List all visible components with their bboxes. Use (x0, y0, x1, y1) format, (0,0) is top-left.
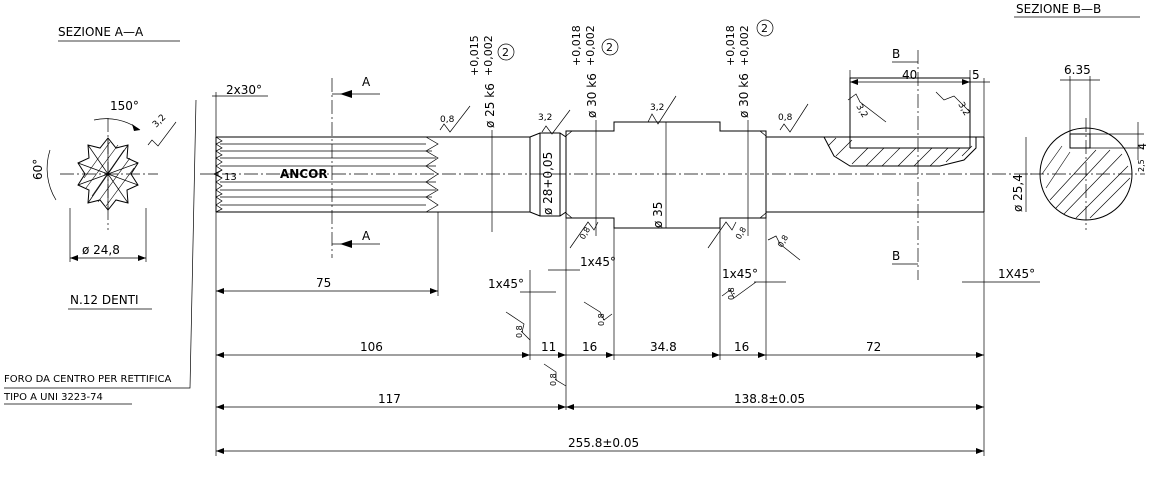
svg-text:2: 2 (761, 22, 768, 35)
svg-text:+0,002: +0,002 (584, 25, 597, 66)
keyway-offset-label: 5 (972, 68, 980, 82)
svg-text:0,8: 0,8 (578, 225, 592, 241)
svg-text:0,8: 0,8 (778, 113, 793, 123)
svg-text:+0,018: +0,018 (570, 25, 583, 66)
svg-text:+0,002: +0,002 (738, 25, 751, 66)
section-a-a: SEZIONE A—A 1 (3, 25, 197, 405)
dim-11: 11 (541, 340, 556, 354)
center-hole-note-line2: TIPO A UNI 3223-74 (3, 392, 103, 403)
section-b-b: SEZIONE B—B 6.35 4 2,5 (1014, 2, 1149, 230)
angle-150-label: 150° (110, 99, 139, 113)
section-b-b-title: SEZIONE B—B (1016, 2, 1101, 16)
svg-text:B: B (892, 47, 900, 61)
svg-text:0,8: 0,8 (515, 325, 524, 338)
roughness-symbols: 0,8 3,2 3,2 0,8 3,2 3,2 0,8 0,8 0,8 0,8 … (439, 91, 971, 387)
angle-150-arc (93, 118, 141, 131)
svg-text:1x45°: 1x45° (488, 277, 524, 291)
svg-text:2: 2 (502, 46, 509, 59)
svg-text:3,2: 3,2 (538, 113, 552, 123)
shaft-main-view: ANCOR (200, 19, 1040, 410)
d25-tolerance: ø 25 k6 (483, 83, 497, 128)
center-hole-note-line1: FORO DA CENTRO PER RETTIFICA (4, 374, 171, 385)
keyway-length-label: 40 (902, 68, 917, 82)
svg-text:3,2: 3,2 (955, 101, 971, 118)
dim-72: 72 (866, 340, 881, 354)
brand-label: ANCOR (280, 167, 328, 181)
dim-138-8: 138.8±0.05 (734, 392, 805, 406)
svg-text:0,8: 0,8 (440, 115, 455, 125)
svg-text:+0,018: +0,018 (724, 25, 737, 66)
svg-text:1x45°: 1x45° (580, 255, 616, 269)
dim-106: 106 (360, 340, 383, 354)
chamfer-2x30-label: 2x30° (226, 83, 262, 97)
spline-teeth (220, 143, 436, 206)
section-a-a-title: SEZIONE A—A (58, 25, 144, 39)
svg-text:0,8: 0,8 (776, 233, 790, 249)
svg-text:A: A (362, 229, 371, 243)
svg-text:0,8: 0,8 (549, 373, 558, 386)
svg-text:2,5: 2,5 (1137, 159, 1146, 172)
svg-text:0,8: 0,8 (727, 287, 736, 300)
d30b-tolerance: ø 30 k6 (737, 73, 751, 118)
spline-diameter-label: ø 24,8 (82, 243, 120, 257)
svg-text:+0,002: +0,002 (482, 35, 495, 76)
dim-34-8: 34.8 (650, 340, 677, 354)
svg-text:A: A (362, 75, 371, 89)
svg-text:3,2: 3,2 (853, 103, 869, 120)
dim-16a: 16 (582, 340, 597, 354)
svg-text:0,8: 0,8 (597, 313, 606, 326)
dim-16b: 16 (734, 340, 749, 354)
dim-75: 75 (316, 276, 331, 290)
dim-255-8: 255.8±0.05 (568, 436, 639, 450)
svg-text:+0,015: +0,015 (468, 35, 481, 76)
angle-60-label: 60° (31, 159, 45, 180)
svg-text:1X45°: 1X45° (998, 267, 1035, 281)
d30a-tolerance: ø 30 k6 (585, 73, 599, 118)
dim-117: 117 (378, 392, 401, 406)
svg-text:13: 13 (224, 172, 237, 183)
keyway-hatch (827, 137, 973, 167)
teeth-count-label: N.12 DENTI (70, 293, 139, 307)
angle-60-arc (46, 149, 57, 201)
d254-label: ø 25,4 (1011, 174, 1025, 212)
svg-text:B: B (892, 249, 900, 263)
d28-label: ø 28+0,05 (541, 152, 555, 215)
d35-label: ø 35 (651, 202, 665, 228)
dimension-lines: 75 106 11 16 34.8 16 72 117 138.8±0.05 2… (215, 212, 985, 456)
svg-text:2: 2 (606, 41, 613, 54)
svg-text:1x45°: 1x45° (722, 267, 758, 281)
svg-text:3,2: 3,2 (151, 113, 168, 130)
keyway-width-label: 6.35 (1064, 63, 1091, 77)
svg-text:0,8: 0,8 (734, 225, 748, 241)
keyway-depth-label: 4 (1136, 143, 1149, 150)
svg-text:3,2: 3,2 (650, 103, 664, 113)
